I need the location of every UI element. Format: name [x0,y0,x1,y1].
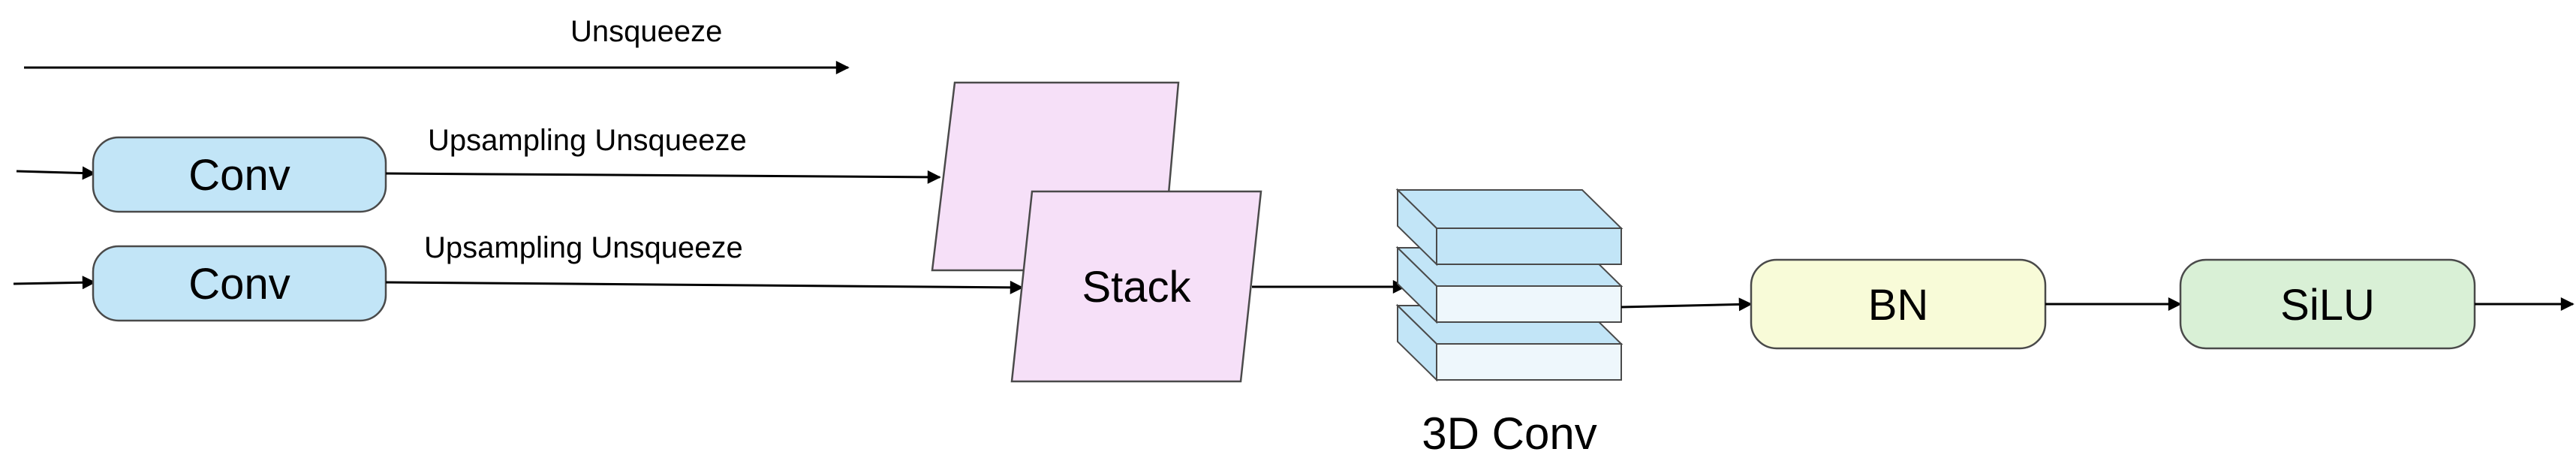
conv3d-block [1395,188,1624,382]
conv3d-slab-top-front [1436,227,1622,265]
upsampling-edge-bottom [385,280,1024,294]
upsampling-edge-top-label: Upsampling Unsqueeze [428,124,747,157]
conv3d-slab-middle-side [1397,246,1437,324]
stack-front-sheet [1010,190,1262,383]
conv3d-slab-bottom-front [1436,343,1622,381]
conv3d-slab-middle-front [1436,285,1622,323]
input-arrow-bottom [13,276,96,290]
conv3d-slab-top-side [1397,188,1437,267]
stack-label: Stack [1082,263,1191,312]
upsampling-edge-bottom-label: Upsampling Unsqueeze [424,231,743,264]
conv-node-top-label: Conv [188,151,290,200]
conv3d-to-bn-arrow [1621,297,1753,312]
unsqueeze-label: Unsqueeze [570,15,722,48]
conv3d-slab-bottom-side [1397,303,1437,382]
input-arrow-top [16,166,96,180]
silu-node-label: SiLU [2280,281,2375,330]
upsampling-edge-top [385,170,941,184]
bn-node-label: BN [1868,281,1929,330]
conv-node-bottom-label: Conv [188,260,290,309]
conv3d-caption: 3D Conv [1422,408,1596,459]
